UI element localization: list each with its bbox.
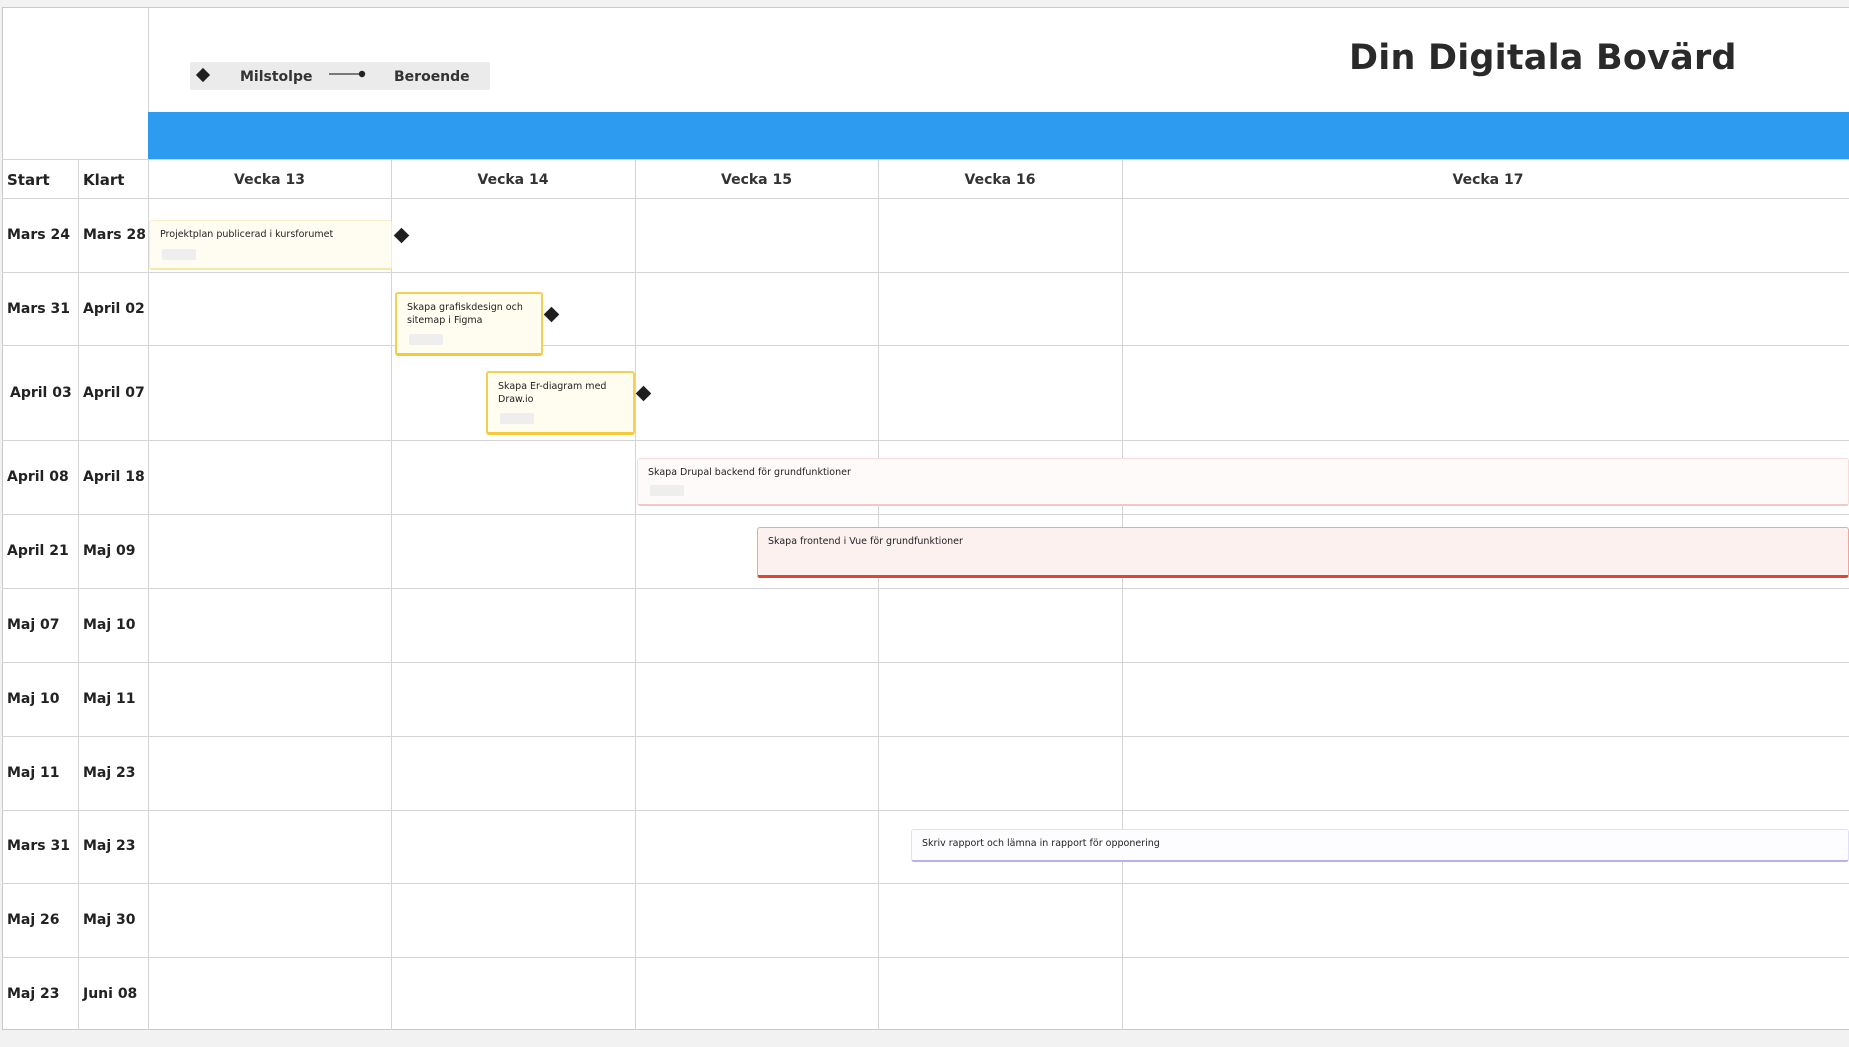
grid-line	[1122, 159, 1123, 1030]
row-start-date: Mars 24	[7, 227, 70, 243]
task-tag-chip	[650, 485, 684, 496]
grid-line	[2, 736, 1849, 737]
task-label: Skriv rapport och lämna in rapport för o…	[922, 838, 1160, 849]
grid-line	[2, 514, 1849, 515]
week-header: Vecka 16	[964, 172, 1036, 188]
task-tag-chip	[500, 413, 534, 424]
row-done-date: Maj 23	[83, 765, 136, 781]
task-bar[interactable]: Skriv rapport och lämna in rapport för o…	[911, 829, 1849, 862]
task-tag-chip	[162, 249, 196, 260]
grid-line	[2, 957, 1849, 958]
grid-line	[2, 272, 1849, 273]
row-start-date: Mars 31	[7, 838, 70, 854]
grid-line	[391, 159, 392, 1030]
row-start-date: Maj 07	[7, 617, 60, 633]
task-label: Skapa Drupal backend för grundfunktioner	[648, 467, 851, 478]
dependency-icon	[329, 70, 366, 78]
task-label: Skapa frontend i Vue för grundfunktioner	[768, 536, 963, 547]
grid-line	[148, 8, 149, 1030]
row-start-date: April 21	[7, 543, 69, 559]
start-column-header: Start	[7, 171, 50, 189]
week-header: Vecka 15	[721, 172, 792, 188]
row-done-date: Juni 08	[83, 986, 138, 1002]
week-header: Vecka 13	[234, 172, 305, 188]
gantt-frame	[2, 7, 1849, 1030]
legend-milestone-label: Milstolpe	[240, 69, 313, 85]
milestone-icon	[195, 67, 211, 83]
row-start-date: Maj 23	[7, 986, 60, 1002]
grid-line	[2, 883, 1849, 884]
task-label: Skapa Er-diagram med Draw.io	[498, 381, 607, 405]
grid-line	[2, 588, 1849, 589]
row-start-date: Maj 11	[7, 765, 60, 781]
grid-line	[2, 440, 1849, 441]
week-header: Vecka 17	[1452, 172, 1524, 188]
task-bar[interactable]: Skapa frontend i Vue för grundfunktioner	[757, 527, 1849, 578]
row-start-date: Maj 10	[7, 691, 60, 707]
row-done-date: Maj 09	[83, 543, 136, 559]
grid-line	[2, 345, 1849, 346]
row-done-date: April 07	[83, 385, 145, 401]
grid-line	[878, 159, 879, 1030]
row-start-date: April 08	[7, 469, 69, 485]
task-bar[interactable]: Skapa grafiskdesign och sitemap i Figma	[395, 292, 543, 356]
row-start-date: Mars 31	[7, 301, 70, 317]
row-done-date: Mars 28	[83, 227, 146, 243]
legend: Milstolpe Beroende	[190, 62, 490, 90]
header-banner	[148, 112, 1849, 159]
task-tag-chip	[409, 334, 443, 345]
grid-line	[2, 159, 1849, 160]
row-done-date: Maj 10	[83, 617, 136, 633]
task-label: Projektplan publicerad i kursforumet	[160, 229, 334, 240]
row-done-date: Maj 30	[83, 912, 136, 928]
row-start-date: Maj 26	[7, 912, 60, 928]
task-bar[interactable]: Skapa Er-diagram med Draw.io	[486, 371, 635, 435]
row-start-date: April 03	[10, 385, 72, 401]
row-done-date: Maj 11	[83, 691, 136, 707]
grid-line	[78, 159, 79, 1030]
page-title: Din Digitala Bovärd	[1349, 38, 1737, 78]
grid-line	[635, 159, 636, 1030]
grid-line	[2, 662, 1849, 663]
done-column-header: Klart	[83, 171, 125, 189]
row-done-date: April 02	[83, 301, 145, 317]
row-done-date: Maj 23	[83, 838, 136, 854]
legend-dependency-label: Beroende	[394, 69, 470, 85]
week-header: Vecka 14	[477, 172, 549, 188]
task-label: Skapa grafiskdesign och sitemap i Figma	[407, 302, 523, 326]
row-done-date: April 18	[83, 469, 145, 485]
task-bar[interactable]: Projektplan publicerad i kursforumet	[149, 220, 392, 270]
grid-line	[2, 198, 1849, 199]
grid-line	[2, 810, 1849, 811]
task-bar[interactable]: Skapa Drupal backend för grundfunktioner	[637, 458, 1849, 506]
